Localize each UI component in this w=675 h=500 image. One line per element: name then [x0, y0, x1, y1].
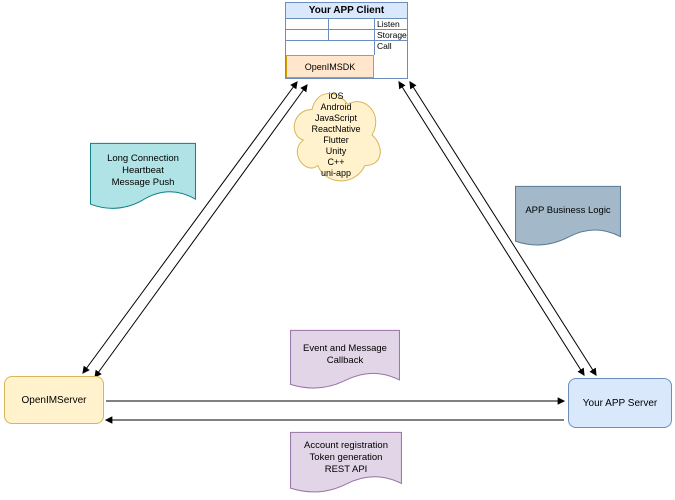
grid-line: [286, 40, 407, 41]
app-server-box: Your APP Server: [568, 378, 672, 428]
note-line: Message Push: [111, 177, 175, 189]
note-event-callback-text: Event and Message Callback: [292, 330, 398, 380]
openimsdk-box: OpenIMSDK: [286, 55, 374, 78]
note-app-business-logic: APP Business Logic: [515, 186, 621, 251]
note-line: Token generation: [309, 451, 383, 463]
grid-line: [328, 19, 329, 40]
note-rest-api-text: Account registration Token generation RE…: [292, 432, 400, 483]
note-app-business-logic-text: APP Business Logic: [517, 186, 619, 237]
note-line: Long Connection: [107, 153, 179, 165]
platform-item: Android: [320, 102, 352, 112]
openimserver-box: OpenIMServer: [4, 376, 104, 424]
app-client-title: Your APP Client: [286, 3, 407, 19]
cloud-platform-list: iOS Android JavaScript ReactNative Flutt…: [282, 84, 390, 186]
note-rest-api: Account registration Token generation RE…: [290, 432, 402, 498]
platform-item: Flutter: [323, 135, 349, 145]
note-line: APP Business Logic: [525, 205, 611, 217]
note-line: Callback: [326, 354, 364, 366]
client-row-call: Call: [377, 41, 392, 51]
arrow-client-appserver-2: [409, 81, 597, 376]
cloud-shape: [288, 84, 384, 186]
platform-item: uni-app: [320, 168, 352, 178]
app-server-label: Your APP Server: [582, 397, 658, 409]
openimserver-label: OpenIMServer: [21, 394, 87, 406]
app-client-body: Listen Storage Call OpenIMSDK: [286, 19, 407, 78]
grid-line: [286, 29, 407, 30]
grid-line: [374, 19, 375, 55]
note-line: Event and Message: [303, 342, 387, 354]
app-client-box: Your APP Client Listen Storage Call Open…: [285, 2, 408, 79]
platform-item: iOS: [328, 91, 344, 101]
note-line: Account registration: [304, 439, 388, 451]
platform-item: Unity: [325, 146, 347, 156]
note-event-callback: Event and Message Callback: [290, 330, 400, 394]
document-shape: [515, 186, 621, 251]
note-line: Heartbeat: [122, 165, 164, 177]
platform-item: ReactNative: [311, 124, 361, 134]
document-shape: [290, 330, 400, 394]
openimsdk-label: OpenIMSDK: [304, 61, 356, 72]
arrow-openimserver-client-2: [94, 84, 308, 378]
document-shape: [90, 143, 196, 215]
note-long-connection: Long Connection Heartbeat Message Push: [90, 143, 196, 215]
client-row-storage: Storage: [377, 30, 407, 40]
platforms-cloud: iOS Android JavaScript ReactNative Flutt…: [288, 84, 384, 186]
platform-item: JavaScript: [314, 113, 358, 123]
note-long-connection-text: Long Connection Heartbeat Message Push: [92, 143, 194, 199]
platform-item: C++: [327, 157, 345, 167]
document-shape: [290, 432, 402, 498]
arrow-openimserver-client-1: [82, 81, 298, 374]
note-line: REST API: [324, 463, 368, 475]
client-row-listen: Listen: [377, 19, 400, 29]
